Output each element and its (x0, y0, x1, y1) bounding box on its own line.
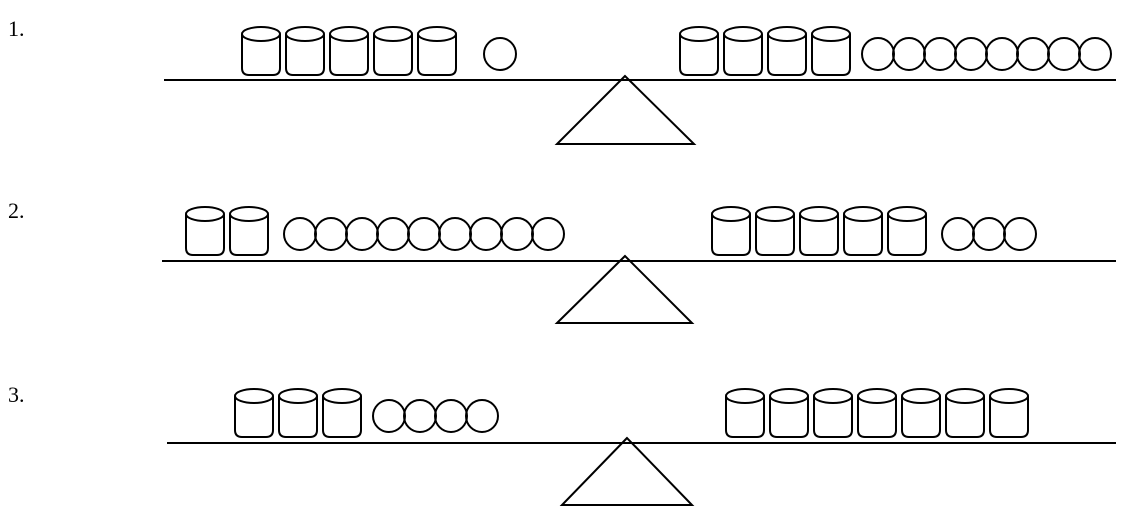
circle-icon (345, 217, 379, 251)
circle-icon (314, 217, 348, 251)
problem-1-right-pan (679, 26, 1112, 76)
cylinder-icon (887, 206, 927, 256)
problem-2: 2. (8, 198, 1116, 324)
problem-1-number: 1. (8, 16, 25, 41)
cylinder-icon (769, 388, 809, 438)
circle-icon (972, 217, 1006, 251)
cylinder-icon (417, 26, 457, 76)
circle-icon (483, 37, 517, 71)
circle-icon (407, 217, 441, 251)
problem-3: 3. (8, 382, 1116, 506)
cylinder-icon (799, 206, 839, 256)
cylinder-icon (901, 388, 941, 438)
circle-icon (465, 399, 499, 433)
cylinder-icon (725, 388, 765, 438)
cylinder-icon (857, 388, 897, 438)
circle-icon (500, 217, 534, 251)
problem-2-number: 2. (8, 198, 25, 223)
cylinder-icon (723, 26, 763, 76)
problem-1: 1. (8, 16, 1116, 145)
problem-3-left-pan (234, 388, 499, 438)
cylinder-icon (185, 206, 225, 256)
circle-icon (954, 37, 988, 71)
problem-3-number: 3. (8, 382, 25, 407)
circle-icon (923, 37, 957, 71)
circle-icon (1003, 217, 1037, 251)
circle-icon (985, 37, 1019, 71)
cylinder-icon (989, 388, 1029, 438)
cylinder-icon (229, 206, 269, 256)
circle-icon (892, 37, 926, 71)
cylinder-icon (285, 26, 325, 76)
circle-icon (861, 37, 895, 71)
cylinder-icon (843, 206, 883, 256)
cylinder-icon (945, 388, 985, 438)
problem-2-left-pan (185, 206, 565, 256)
circle-icon (403, 399, 437, 433)
circle-icon (1047, 37, 1081, 71)
circle-icon (438, 217, 472, 251)
problem-2-right-pan (711, 206, 1037, 256)
circle-icon (434, 399, 468, 433)
cylinder-icon (811, 26, 851, 76)
problem-2-fulcrum (554, 254, 695, 324)
problem-1-left-pan (241, 26, 517, 76)
circle-icon (469, 217, 503, 251)
cylinder-icon (234, 388, 274, 438)
cylinder-icon (711, 206, 751, 256)
circle-icon (531, 217, 565, 251)
circle-icon (1078, 37, 1112, 71)
cylinder-icon (241, 26, 281, 76)
cylinder-icon (767, 26, 807, 76)
problem-3-right-pan (725, 388, 1029, 438)
problem-3-fulcrum (559, 436, 695, 506)
circle-icon (283, 217, 317, 251)
cylinder-icon (329, 26, 369, 76)
cylinder-icon (755, 206, 795, 256)
cylinder-icon (813, 388, 853, 438)
cylinder-icon (278, 388, 318, 438)
circle-icon (372, 399, 406, 433)
circle-icon (1016, 37, 1050, 71)
circle-icon (941, 217, 975, 251)
cylinder-icon (322, 388, 362, 438)
cylinder-icon (679, 26, 719, 76)
problem-1-fulcrum (554, 74, 697, 145)
cylinder-icon (373, 26, 413, 76)
circle-icon (376, 217, 410, 251)
